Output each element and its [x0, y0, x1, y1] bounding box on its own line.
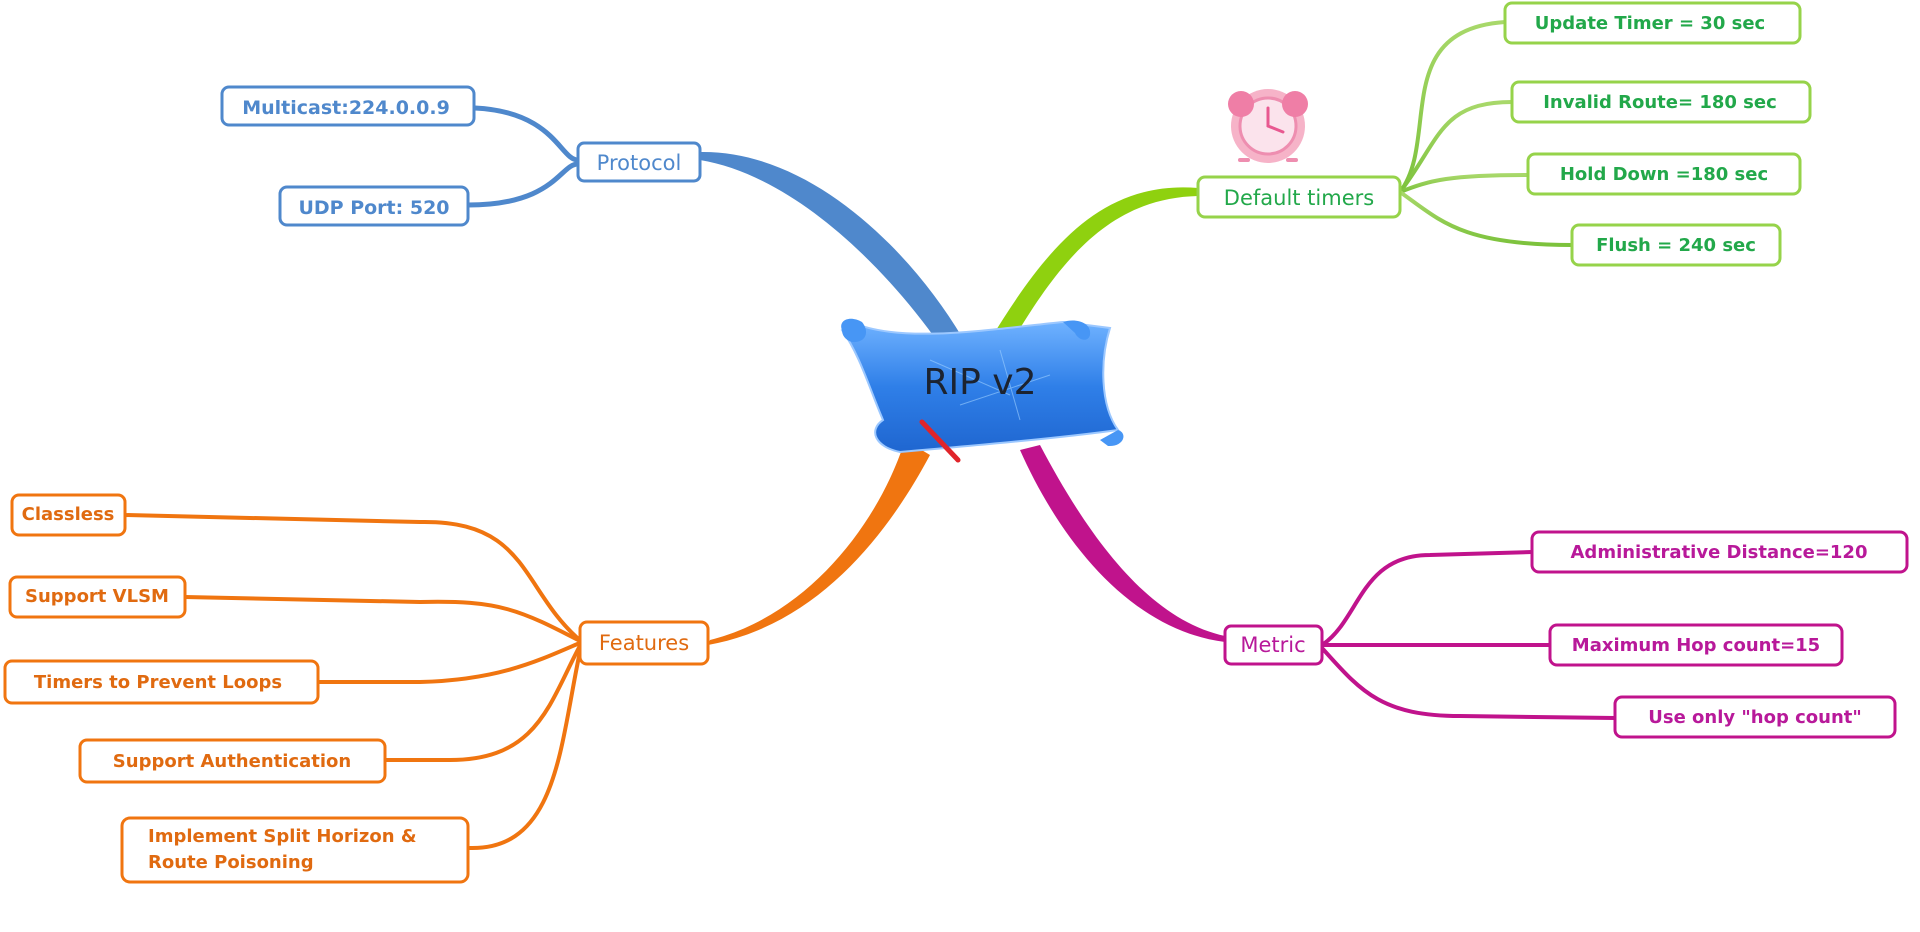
leaf-udp-port-text: UDP Port: 520 [298, 197, 449, 219]
leaf-max-hop-count[interactable]: Maximum Hop count=15 [1548, 623, 1844, 667]
leaf-invalid-route-text: Invalid Route= 180 sec [1543, 92, 1777, 113]
leaf-support-vlsm-text: Support VLSM [25, 586, 169, 607]
branch-features [708, 440, 930, 645]
leaf-flush[interactable]: Flush = 240 sec [1570, 223, 1782, 267]
leaf-hold-down-text: Hold Down =180 sec [1560, 164, 1768, 185]
leaf-udp-port[interactable]: UDP Port: 520 [278, 185, 470, 227]
leaf-hold-down[interactable]: Hold Down =180 sec [1526, 152, 1802, 196]
protocol-label: Protocol [597, 151, 682, 175]
timers-node[interactable]: Default timers [1196, 175, 1402, 219]
leaf-hop-count-only-text: Use only "hop count" [1648, 707, 1862, 728]
leaf-classless-text: Classless [22, 504, 115, 525]
leaf-support-vlsm[interactable]: Support VLSM [8, 575, 187, 619]
features-node[interactable]: Features [578, 620, 710, 666]
timers-connectors [1398, 20, 1574, 247]
leaf-classless[interactable]: Classless [10, 493, 127, 537]
alarm-clock-icon [1228, 89, 1308, 163]
center-scroll: RIP v2 [840, 318, 1124, 463]
leaf-multicast-text: Multicast:224.0.0.9 [242, 97, 450, 119]
leaf-support-authentication[interactable]: Support Authentication [78, 738, 387, 784]
metric-connectors [1320, 550, 1617, 720]
leaf-invalid-route[interactable]: Invalid Route= 180 sec [1510, 80, 1812, 124]
branch-metric [1020, 445, 1225, 642]
features-label: Features [599, 631, 689, 655]
leaf-multicast[interactable]: Multicast:224.0.0.9 [220, 85, 476, 127]
leaf-admin-distance-text: Administrative Distance=120 [1571, 542, 1868, 563]
leaf-max-hop-count-text: Maximum Hop count=15 [1572, 635, 1820, 656]
branch-timers [990, 187, 1198, 345]
timers-label: Default timers [1224, 186, 1374, 210]
leaf-timers-prevent-loops[interactable]: Timers to Prevent Loops [3, 659, 320, 705]
protocol-connectors [465, 105, 581, 208]
leaf-split-horizon[interactable]: Implement Split Horizon & Route Poisonin… [120, 816, 470, 884]
protocol-node[interactable]: Protocol [576, 141, 702, 183]
leaf-timers-prevent-loops-text: Timers to Prevent Loops [34, 672, 282, 693]
metric-label: Metric [1240, 633, 1305, 657]
pencil-icon [919, 419, 961, 463]
metric-node[interactable]: Metric [1223, 624, 1324, 666]
leaf-update-timer-text: Update Timer = 30 sec [1535, 13, 1765, 34]
leaf-admin-distance[interactable]: Administrative Distance=120 [1530, 530, 1909, 574]
leaf-split-horizon-line2: Route Poisoning [148, 852, 314, 873]
branch-protocol [700, 151, 962, 345]
leaf-split-horizon-line1: Implement Split Horizon & [148, 826, 417, 847]
center-title: RIP v2 [924, 362, 1037, 403]
leaf-support-authentication-text: Support Authentication [113, 751, 351, 772]
leaf-update-timer[interactable]: Update Timer = 30 sec [1503, 1, 1802, 45]
leaf-flush-text: Flush = 240 sec [1596, 235, 1756, 256]
features-connectors [123, 513, 584, 851]
leaf-hop-count-only[interactable]: Use only "hop count" [1613, 695, 1897, 739]
